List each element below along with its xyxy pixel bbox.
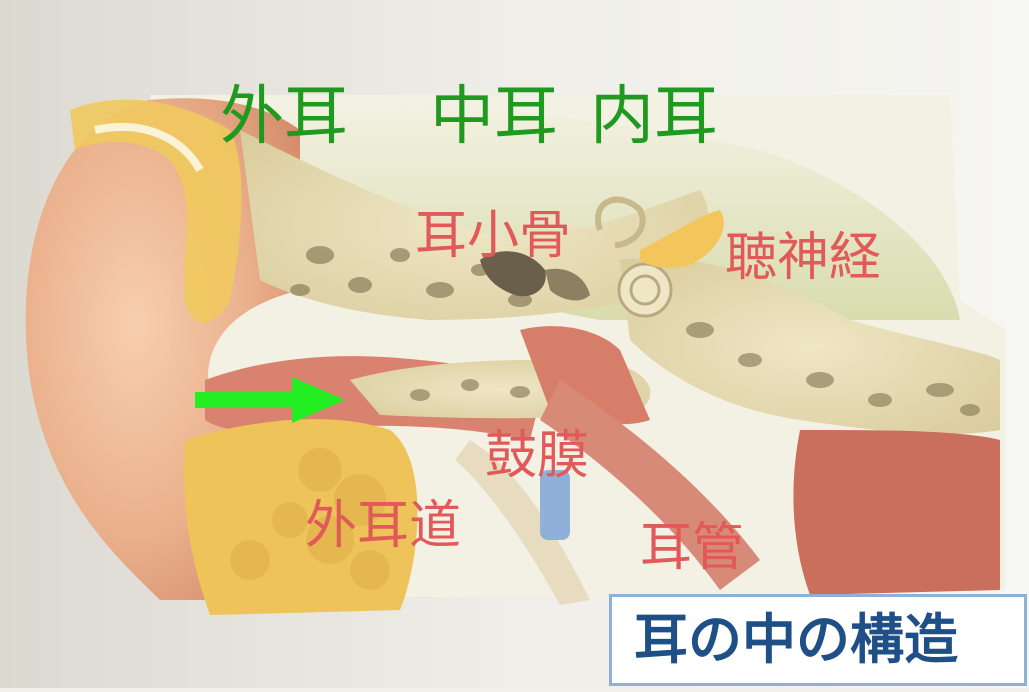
label-outer-ear: 外耳 — [220, 85, 348, 149]
label-eustachian-tube: 耳管 — [640, 522, 744, 574]
page-title: 耳の中の構造 — [634, 613, 958, 667]
label-auditory-nerve: 聴神経 — [725, 232, 881, 284]
title-box: 耳の中の構造 — [609, 594, 1027, 686]
pharynx-tissue — [793, 430, 1000, 595]
label-ossicles: 耳小骨 — [415, 210, 571, 262]
label-inner-ear: 内耳 — [590, 85, 718, 149]
label-eardrum: 鼓膜 — [485, 430, 589, 482]
label-ear-canal: 外耳道 — [305, 500, 461, 552]
label-middle-ear: 中耳 — [430, 85, 558, 149]
